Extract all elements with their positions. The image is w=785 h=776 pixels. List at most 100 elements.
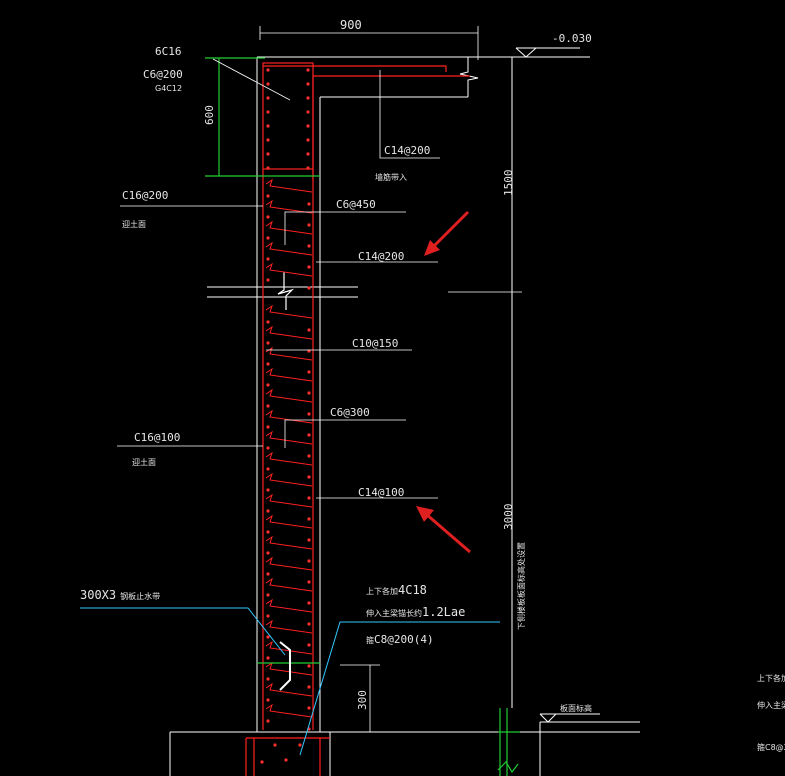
- rebar-dot: [307, 433, 311, 437]
- rebar-dot: [266, 278, 270, 282]
- tie-hook: [265, 493, 313, 508]
- rebar-dot: [306, 110, 310, 114]
- rebar-dot: [266, 124, 270, 128]
- beam-bars-label: 6C16: [155, 45, 182, 58]
- cyan-leaders: [80, 607, 500, 756]
- rebar-dot: [266, 488, 270, 492]
- rebar-dot: [307, 643, 311, 647]
- rebar-dot: [266, 698, 270, 702]
- floor-elev-label: 板面标高: [560, 703, 592, 713]
- rebar-dot: [307, 391, 311, 395]
- rebar-dot: [307, 223, 311, 227]
- rebar-dot: [266, 467, 270, 471]
- rebar-dot: [260, 760, 264, 764]
- rebar-dot: [307, 328, 311, 332]
- rebar-dot: [266, 425, 270, 429]
- rebar-dot: [266, 530, 270, 534]
- right-cut-3: 箍C8@2: [757, 742, 785, 752]
- rebar-dot: [306, 96, 310, 100]
- rebar-dot: [307, 685, 311, 689]
- c16-200-label: C16@200: [122, 189, 168, 202]
- tie-hook: [265, 367, 313, 382]
- rebar-dot: [306, 124, 310, 128]
- elevation-symbol: [515, 47, 580, 58]
- vertical-note: 下侧楼板板面标高处设置: [516, 542, 526, 630]
- rebar-dot: [307, 706, 311, 710]
- rebar-dot: [266, 110, 270, 114]
- c16-100-label: C16@100: [134, 431, 180, 444]
- rebar-dot: [266, 82, 270, 86]
- rebar-dot: [266, 446, 270, 450]
- c10-150-label: C10@150: [352, 337, 398, 350]
- rebar-dot: [307, 538, 311, 542]
- width-dim: 900: [340, 18, 362, 32]
- elevation-label: -0.030: [552, 32, 592, 45]
- rebar-dot: [266, 152, 270, 156]
- rebar-dot: [307, 244, 311, 248]
- rebar-dot: [266, 635, 270, 639]
- main-bars-label: 上下各加4C18: [366, 583, 427, 597]
- rebar-dot: [307, 454, 311, 458]
- rebar-dot: [266, 656, 270, 660]
- tie-hook: [265, 241, 313, 256]
- rebar-dot: [306, 138, 310, 142]
- tie-hook: [265, 619, 313, 634]
- bottom-break: [497, 761, 519, 774]
- tie-hook: [265, 472, 313, 487]
- tie-hook: [265, 262, 313, 277]
- tie-hook: [265, 514, 313, 529]
- rebar-dot: [266, 68, 270, 72]
- rebar-dot: [266, 677, 270, 681]
- beam-height-dim: 600: [203, 105, 216, 125]
- rebar-dot: [266, 341, 270, 345]
- rebar-dot: [266, 96, 270, 100]
- soil-face-1: 迎土面: [122, 219, 146, 229]
- rebar-dots: [260, 68, 311, 764]
- dim-1500: 1500: [502, 170, 515, 197]
- tie-hook: [265, 304, 313, 319]
- rebar-dot: [307, 265, 311, 269]
- rebar-dot: [307, 601, 311, 605]
- rebar-dot: [266, 593, 270, 597]
- leader-lines: [117, 58, 440, 499]
- rebar-dot: [266, 166, 270, 170]
- tie-hook: [265, 535, 313, 550]
- rebar-dot: [266, 138, 270, 142]
- dim-300: 300: [356, 690, 369, 710]
- rebar-dot: [307, 496, 311, 500]
- rebar-dot: [266, 572, 270, 576]
- beam-side-label: G4C12: [155, 84, 182, 93]
- break-symbol: [277, 272, 295, 310]
- rebar-dot: [266, 362, 270, 366]
- tie-hook: [265, 703, 313, 718]
- tie-hook: [265, 409, 313, 424]
- tie-hook: [265, 178, 313, 193]
- right-dimensions: [340, 291, 522, 732]
- rebar-dot: [307, 475, 311, 479]
- tie-hook: [265, 199, 313, 214]
- rebar-dot: [266, 215, 270, 219]
- rebar-dot: [266, 551, 270, 555]
- rebar-dot: [266, 404, 270, 408]
- rebar-group: [245, 62, 470, 776]
- c6-450-label: C6@450: [336, 198, 376, 211]
- rebar-dot: [266, 236, 270, 240]
- rebar-dot: [307, 202, 311, 206]
- dim-3000: 3000: [502, 504, 515, 531]
- rebar-dot: [307, 580, 311, 584]
- rebar-dot: [284, 758, 288, 762]
- rebar-dot: [266, 383, 270, 387]
- beam-stirrup-label: C6@200: [143, 68, 183, 81]
- tie-hook: [265, 577, 313, 592]
- rebar-dot: [266, 320, 270, 324]
- tie-hook: [265, 388, 313, 403]
- rebar-dot: [266, 719, 270, 723]
- c14-200-mid-label: C14@200: [358, 250, 404, 263]
- top-dimension: [259, 26, 479, 60]
- rebar-dot: [266, 614, 270, 618]
- anchor-note: 墙筋带入: [375, 172, 407, 182]
- right-cut-2: 伸入主梁锚: [757, 700, 785, 710]
- green-dimension: [205, 57, 520, 776]
